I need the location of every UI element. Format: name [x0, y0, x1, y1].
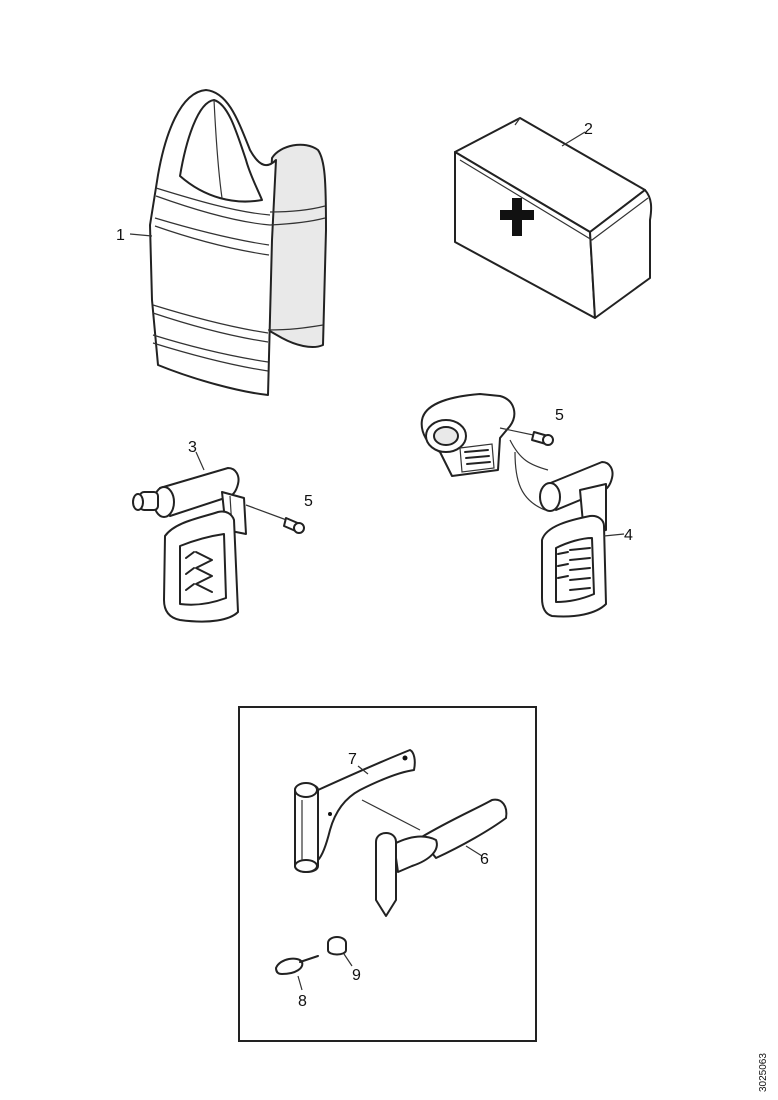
cap-part-9	[327, 936, 347, 956]
leader-1	[129, 233, 153, 237]
safety-vest	[149, 89, 327, 396]
bracket-assembly-left	[132, 467, 247, 623]
callout-4: 4	[624, 527, 633, 544]
callout-5-left: 5	[304, 493, 313, 510]
callout-8: 8	[298, 993, 307, 1010]
leader-6	[465, 845, 483, 857]
callout-6: 6	[480, 851, 489, 868]
clip-part-8	[275, 955, 319, 975]
first-aid-cross-icon	[500, 198, 534, 236]
first-aid-kit	[454, 117, 653, 319]
inset-frame	[238, 706, 537, 1042]
screw-left	[245, 504, 305, 534]
callout-7: 7	[348, 751, 357, 768]
callout-5-right: 5	[555, 407, 564, 424]
leader-7	[357, 765, 369, 775]
leader-3	[195, 451, 205, 471]
leader-8	[297, 975, 303, 991]
drawing-code: 3025063	[758, 1053, 769, 1092]
callout-2: 2	[584, 121, 593, 138]
leader-9	[343, 953, 353, 967]
callout-1: 1	[116, 227, 125, 244]
leader-4	[603, 533, 625, 537]
callout-9: 9	[352, 967, 361, 984]
callout-3: 3	[188, 439, 197, 456]
holder-assembly-right	[420, 393, 614, 618]
leader-2	[561, 131, 586, 147]
holder-part-6	[361, 798, 508, 917]
